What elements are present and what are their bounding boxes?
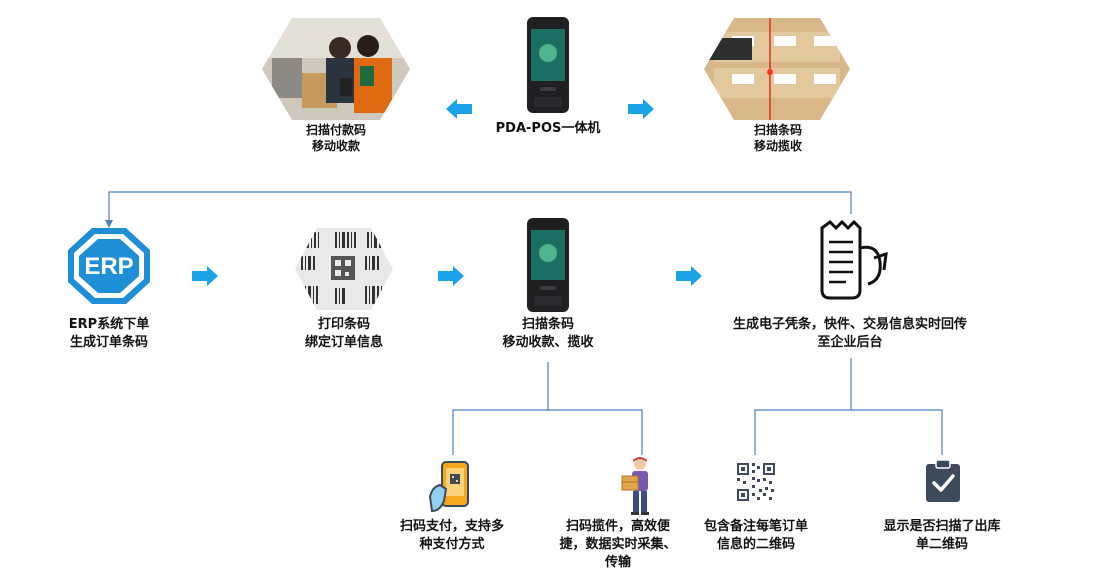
pda-device-icon bbox=[527, 17, 569, 113]
flow-arrow-2-icon bbox=[438, 266, 464, 286]
barcode-print-icon bbox=[295, 228, 393, 310]
step1-caption-line2: 生成订单条码 bbox=[69, 335, 148, 350]
step3-caption-line1: 扫描条码 bbox=[521, 317, 574, 332]
detail1-caption: 扫码支付，支持多 种支付方式 bbox=[388, 518, 516, 554]
flow-arrow-3-icon bbox=[676, 266, 702, 286]
return-connector bbox=[108, 191, 852, 222]
detail4-caption-line2: 单二维码 bbox=[915, 537, 968, 552]
pda-caption: PDA-POS一体机 bbox=[495, 121, 601, 136]
step3-branch-connector-right bbox=[548, 409, 643, 455]
pda-device-scan-icon bbox=[527, 218, 569, 312]
top-right-caption: 扫描条码 移动揽收 bbox=[732, 122, 824, 154]
clipboard-check-icon bbox=[926, 459, 960, 502]
detail1-caption-line1: 扫码支付，支持多 bbox=[399, 519, 504, 534]
detail3-caption: 包含备注每笔订单 信息的二维码 bbox=[693, 518, 819, 554]
arrow-right-icon bbox=[628, 99, 654, 119]
detail3-caption-line2: 信息的二维码 bbox=[716, 537, 795, 552]
top-right-caption-line2: 移动揽收 bbox=[753, 139, 802, 153]
detail1-caption-line2: 种支付方式 bbox=[419, 537, 485, 552]
step3-branch-connector bbox=[452, 362, 549, 455]
flow-arrow-1-icon bbox=[192, 266, 218, 286]
step2-caption-line1: 打印条码 bbox=[317, 317, 370, 332]
detail2-caption-line1: 扫码揽件，高效便 bbox=[565, 519, 670, 534]
step2-caption-line2: 绑定订单信息 bbox=[304, 335, 383, 350]
step4-caption: 生成电子凭条，快件、交易信息实时回传 至企业后台 bbox=[700, 316, 1000, 352]
top-left-caption-line2: 移动收款 bbox=[311, 139, 360, 153]
step4-caption-line1: 生成电子凭条，快件、交易信息实时回传 bbox=[732, 317, 967, 332]
step4-branch-connector-right bbox=[851, 409, 943, 455]
detail4-caption: 显示是否扫描了出库 单二维码 bbox=[872, 518, 1012, 554]
detail2-caption: 扫码揽件，高效便 捷，数据实时采集、 传输 bbox=[554, 518, 682, 572]
detail3-caption-line1: 包含备注每笔订单 bbox=[703, 519, 808, 534]
courier-package-icon bbox=[621, 457, 649, 515]
arrow-left-icon bbox=[446, 99, 472, 119]
return-arrowhead bbox=[105, 220, 113, 228]
step1-caption: ERP系统下单 生成订单条码 bbox=[54, 316, 164, 352]
barcode-scan-photo bbox=[704, 18, 850, 120]
step4-caption-line2: 至企业后台 bbox=[817, 335, 883, 350]
qr-code-icon bbox=[737, 463, 775, 501]
step3-caption: 扫描条码 移动收款、揽收 bbox=[484, 316, 612, 352]
step2-caption: 打印条码 绑定订单信息 bbox=[284, 316, 404, 352]
step1-caption-line1: ERP系统下单 bbox=[68, 317, 150, 332]
top-right-caption-line1: 扫描条码 bbox=[753, 123, 802, 137]
detail4-caption-line1: 显示是否扫描了出库 bbox=[883, 519, 1001, 534]
detail2-caption-line2: 捷，数据实时采集、 bbox=[559, 537, 677, 552]
receipt-icon bbox=[820, 219, 888, 300]
erp-logo-text: ERP bbox=[84, 253, 133, 280]
top-left-caption-line1: 扫描付款码 bbox=[305, 123, 366, 137]
mobile-payment-icon bbox=[428, 461, 469, 513]
erp-logo-icon: ERP bbox=[68, 228, 150, 304]
top-left-caption: 扫描付款码 移动收款 bbox=[290, 122, 382, 154]
step4-branch-connector bbox=[754, 358, 852, 455]
payment-scan-photo bbox=[262, 18, 410, 120]
step3-caption-line2: 移动收款、揽收 bbox=[502, 335, 594, 350]
detail2-caption-line3: 传输 bbox=[604, 555, 631, 570]
